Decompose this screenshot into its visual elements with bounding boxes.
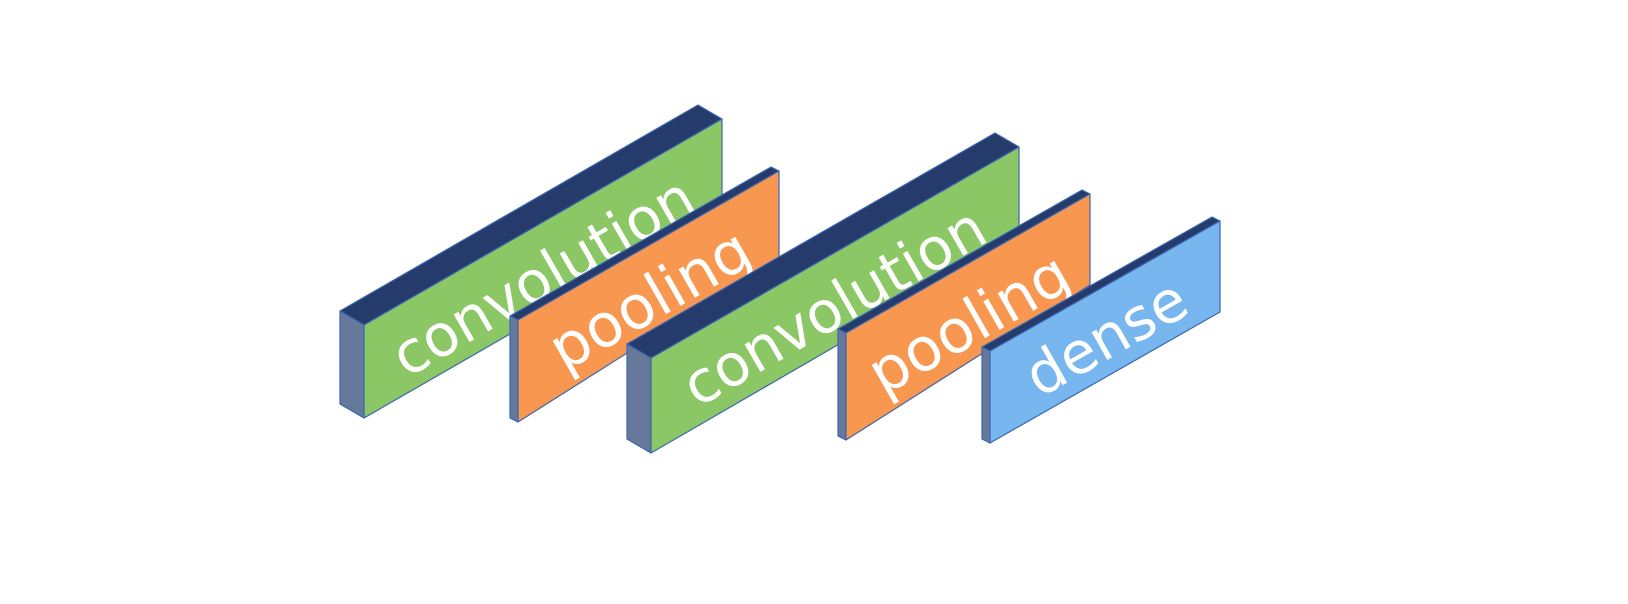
layer-block-dense: dense	[981, 216, 1221, 444]
block-front-face	[989, 220, 1221, 444]
block-side-face	[837, 328, 847, 441]
block-side-face	[339, 310, 365, 419]
block-side-face	[981, 346, 991, 444]
block-side-face	[626, 343, 652, 454]
block-side-face	[509, 315, 519, 423]
